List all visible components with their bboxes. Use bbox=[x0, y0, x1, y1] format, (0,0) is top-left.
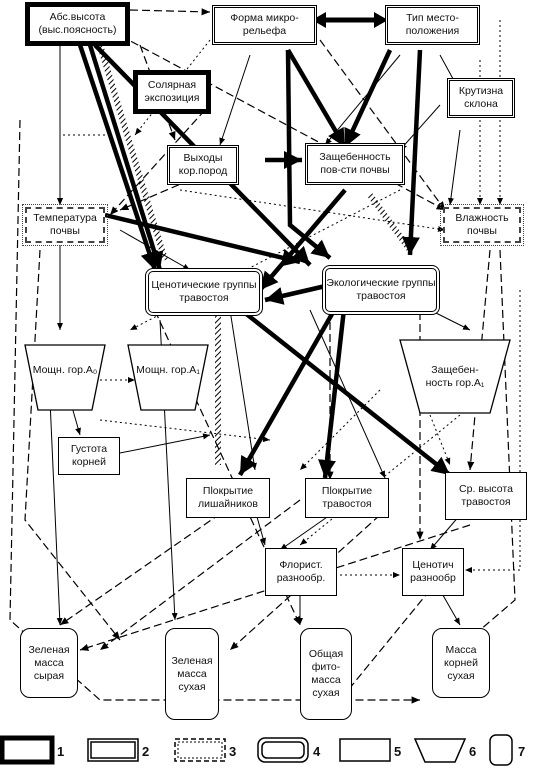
node-herb-height: Ср. высота травостоя bbox=[445, 472, 527, 520]
label-horA1: Мощн. гор.А₁ bbox=[136, 364, 200, 376]
legend-label-6: 6 bbox=[469, 744, 477, 759]
legend-label-2: 2 bbox=[142, 744, 150, 759]
legend-label-1: 1 bbox=[57, 744, 65, 759]
legend-label-5: 5 bbox=[394, 744, 402, 759]
node-ecological-groups: Экологические группы травостоя bbox=[322, 265, 440, 315]
node-solar-exposure: Солярная экспозиция bbox=[133, 70, 211, 114]
legend-label-4: 4 bbox=[313, 744, 321, 759]
node-soil-temperature: Температура почвы bbox=[22, 204, 108, 246]
node-green-mass-dry: Зеленая масса сухая bbox=[165, 628, 219, 720]
node-soil-rockiness: Защебенность пов-сти почвы bbox=[305, 143, 405, 185]
trapezoid-rockA1 bbox=[399, 339, 511, 414]
label-horA0: Мощн. гор.А₀ bbox=[32, 364, 98, 376]
node-coenotic-diversity: Ценотич разнообр bbox=[402, 548, 464, 596]
node-herb-cover: Пlокрытие травостоя bbox=[305, 478, 389, 518]
node-abs-height: Абс.высота (выс.поясность) bbox=[25, 2, 130, 46]
label-rockiness-A1: Защебен-ность гор.А₁ bbox=[425, 364, 485, 389]
node-coenotic-groups: Ценотические группы травостоя bbox=[145, 268, 263, 316]
node-soil-moisture: Влажность почвы bbox=[440, 204, 524, 246]
node-lichen-cover: Пlокрытие лишайников bbox=[186, 478, 270, 518]
node-location-type: Тип место-положения bbox=[385, 5, 480, 45]
node-total-phytomass: Общая фито-масса сухая bbox=[300, 628, 352, 720]
trapezoid-horA0 bbox=[24, 344, 106, 411]
node-floristic-diversity: Флорист. разнообр. bbox=[265, 548, 337, 596]
node-root-density: Густота корней bbox=[58, 437, 120, 475]
legend-label-3: 3 bbox=[229, 744, 237, 759]
trapezoid-horA1 bbox=[127, 344, 209, 411]
legend-label-7: 7 bbox=[518, 744, 526, 759]
node-slope: Крутизна склона bbox=[447, 78, 515, 118]
node-green-mass-raw: Зеленая масса сырая bbox=[20, 628, 78, 698]
node-microrelief: Форма микро-рельефа bbox=[212, 5, 317, 45]
node-root-mass: Масса корней сухая bbox=[432, 628, 490, 698]
node-bedrock-outcrops: Выходы кор.пород bbox=[167, 145, 239, 185]
